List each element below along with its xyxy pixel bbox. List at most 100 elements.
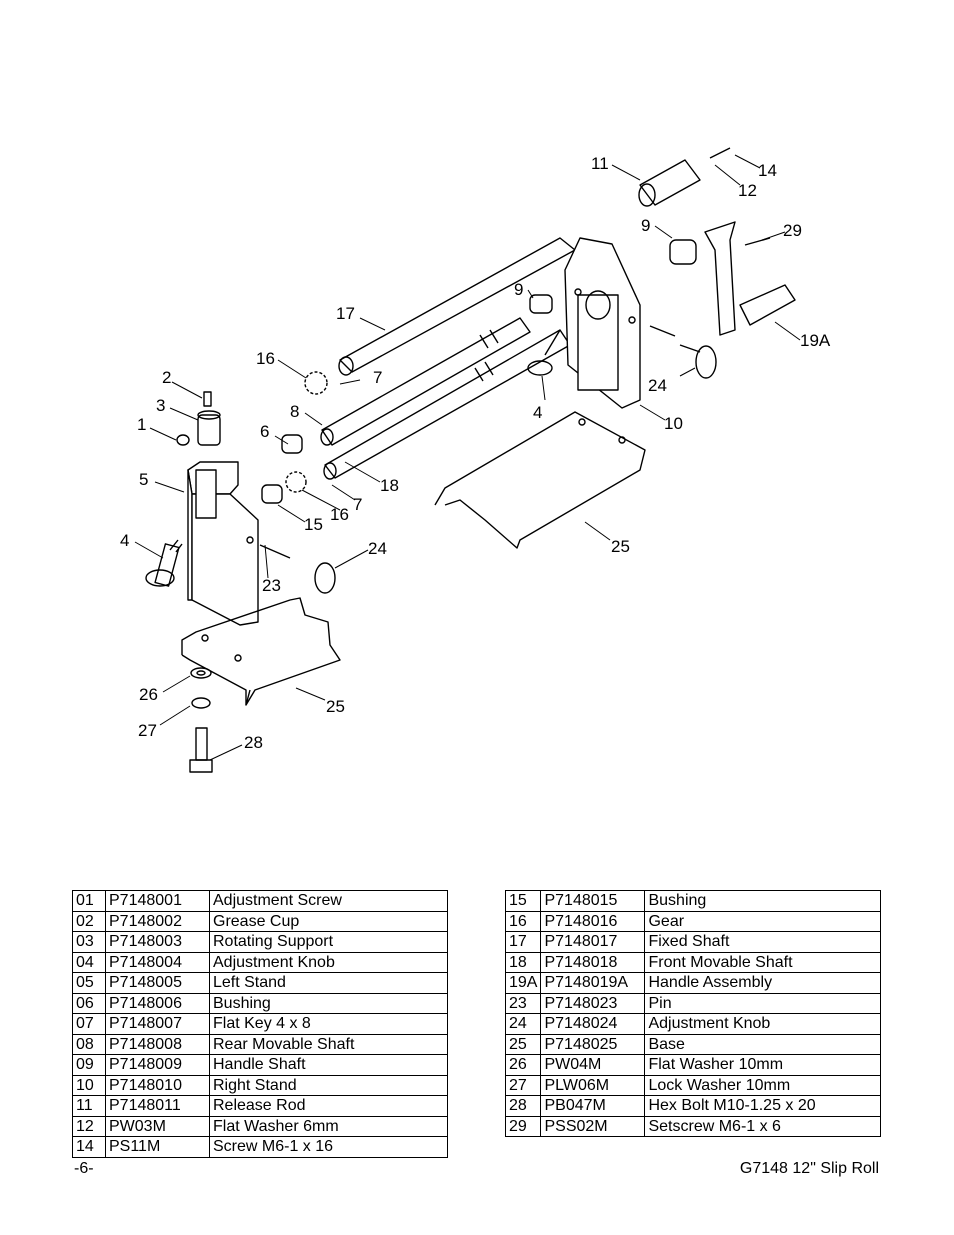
part-description: Front Movable Shaft xyxy=(644,951,881,973)
page-number: -6- xyxy=(74,1160,94,1177)
callout-24-left: 24 xyxy=(368,539,387,558)
part-ref: 06 xyxy=(72,992,106,1014)
left-base-drawing xyxy=(181,597,341,706)
part-description: Handle Shaft xyxy=(209,1054,448,1076)
part-ref: 08 xyxy=(72,1033,106,1055)
part-ref: 17 xyxy=(504,931,542,953)
part-ref: 16 xyxy=(504,910,542,932)
leader-lines xyxy=(134,154,801,761)
part-number: P7148025 xyxy=(540,1033,646,1055)
callout-14: 14 xyxy=(758,161,777,180)
callout-23: 23 xyxy=(262,576,281,595)
part-ref: 25 xyxy=(504,1033,542,1055)
part-number: P7148010 xyxy=(105,1074,210,1096)
part-description: Screw M6-1 x 16 xyxy=(209,1136,448,1158)
part-ref: 14 xyxy=(72,1136,106,1158)
part-description: Flat Washer 10mm xyxy=(644,1054,881,1076)
callout-17: 17 xyxy=(336,304,355,323)
part-number: P7148019A xyxy=(540,972,646,994)
callout-6: 6 xyxy=(260,422,269,441)
part-ref: 26 xyxy=(504,1054,542,1076)
part-description: Rear Movable Shaft xyxy=(209,1033,448,1055)
part-ref: 18 xyxy=(504,951,542,973)
part-ref: 28 xyxy=(504,1095,542,1117)
part-description: Handle Assembly xyxy=(644,972,881,994)
part-description: Lock Washer 10mm xyxy=(644,1074,881,1096)
rotating-support-drawing xyxy=(176,391,221,446)
callout-3: 3 xyxy=(156,396,165,415)
part-number: PSS02M xyxy=(540,1115,646,1137)
part-number: PW03M xyxy=(105,1115,210,1137)
part-number: P7148015 xyxy=(540,890,646,912)
part-number: P7148006 xyxy=(105,992,210,1014)
part-description: Base xyxy=(644,1033,881,1055)
part-ref: 29 xyxy=(504,1115,542,1137)
part-description: Bushing xyxy=(209,992,448,1014)
release-rod-drawing xyxy=(638,147,731,207)
part-number: P7148003 xyxy=(105,931,210,953)
part-description: Setscrew M6-1 x 6 xyxy=(644,1115,881,1137)
part-number: P7148011 xyxy=(105,1095,210,1117)
callout-7-upper: 7 xyxy=(373,368,382,387)
part-ref: 07 xyxy=(72,1013,106,1035)
right-stand-drawing xyxy=(564,237,641,409)
part-description: Flat Washer 6mm xyxy=(209,1115,448,1137)
callout-28: 28 xyxy=(244,733,263,752)
callout-16-lower: 16 xyxy=(330,505,349,524)
callout-25-left: 25 xyxy=(326,697,345,716)
part-description: Right Stand xyxy=(209,1074,448,1096)
part-description: Grease Cup xyxy=(209,910,448,932)
part-description: Pin xyxy=(644,992,881,1014)
handle-drawing xyxy=(704,221,796,336)
callout-25-right: 25 xyxy=(611,537,630,556)
part-number: P7148018 xyxy=(540,951,646,973)
callout-10: 10 xyxy=(664,414,683,433)
part-number: PW04M xyxy=(540,1054,646,1076)
part-number: PS11M xyxy=(105,1136,210,1158)
part-description: Adjustment Knob xyxy=(209,951,448,973)
part-ref: 01 xyxy=(72,890,106,912)
part-description: Left Stand xyxy=(209,972,448,994)
part-number: P7148005 xyxy=(105,972,210,994)
left-knob-drawing xyxy=(145,539,183,587)
part-ref: 05 xyxy=(72,972,106,994)
part-number: P7148016 xyxy=(540,910,646,932)
part-ref: 12 xyxy=(72,1115,106,1137)
callout-9-upper: 9 xyxy=(641,216,650,235)
part-ref: 04 xyxy=(72,951,106,973)
part-number: P7148001 xyxy=(105,890,210,912)
part-ref: 10 xyxy=(72,1074,106,1096)
callout-5: 5 xyxy=(139,470,148,489)
part-ref: 02 xyxy=(72,910,106,932)
part-description: Release Rod xyxy=(209,1095,448,1117)
fasteners-drawing xyxy=(189,667,213,773)
part-description: Adjustment Knob xyxy=(644,1013,881,1035)
part-number: P7148004 xyxy=(105,951,210,973)
gears-drawing xyxy=(285,371,328,493)
callout-26: 26 xyxy=(139,685,158,704)
part-description: Flat Key 4 x 8 xyxy=(209,1013,448,1035)
callout-18: 18 xyxy=(380,476,399,495)
callout-16-upper: 16 xyxy=(256,349,275,368)
part-number: P7148024 xyxy=(540,1013,646,1035)
callout-27: 27 xyxy=(138,721,157,740)
callout-29: 29 xyxy=(783,221,802,240)
part-ref: 11 xyxy=(72,1095,106,1117)
shafts-drawing xyxy=(320,237,576,480)
